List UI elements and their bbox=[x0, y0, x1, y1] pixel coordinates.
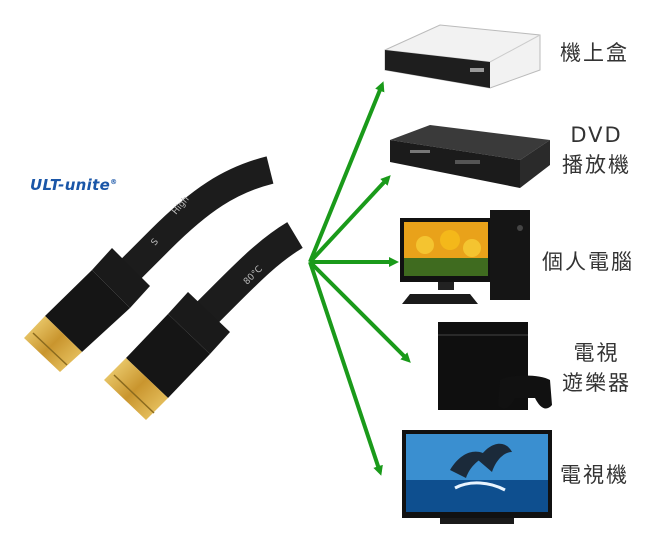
game-console-image bbox=[438, 322, 552, 410]
arrow-to-dvd-player bbox=[308, 175, 391, 264]
pc-image bbox=[400, 210, 530, 304]
set-top-box-image bbox=[384, 24, 541, 89]
label-dvd-player: DVD 播放機 bbox=[562, 120, 631, 180]
label-pc: 個人電腦 bbox=[542, 250, 634, 274]
tv-image bbox=[402, 430, 552, 524]
brand-name: ULT-unite bbox=[30, 176, 111, 194]
arrow-to-game-console bbox=[308, 260, 411, 363]
label-tv: 電視機 bbox=[560, 463, 629, 487]
hdmi-cable-lower: 80°C bbox=[104, 222, 303, 420]
label-console-line2: 遊樂器 bbox=[562, 371, 631, 395]
hdmi-cable-upper: High S bbox=[24, 156, 274, 372]
arrow-to-tv bbox=[308, 261, 383, 476]
label-dvd-line2: 播放機 bbox=[562, 153, 631, 177]
label-dvd-line1: DVD bbox=[570, 123, 623, 147]
label-set-top-box: 機上盒 bbox=[560, 41, 629, 65]
cable-print-s: S bbox=[150, 237, 162, 248]
arrow-to-set-top-box bbox=[308, 81, 385, 263]
connection-arrows bbox=[308, 81, 411, 476]
dvd-player-image bbox=[390, 125, 550, 188]
label-console-line1: 電視 bbox=[573, 341, 620, 365]
registered-mark: ® bbox=[110, 178, 118, 186]
label-game-console: 電視 遊樂器 bbox=[562, 338, 631, 398]
brand-logo: ULT-unite® bbox=[30, 176, 117, 194]
